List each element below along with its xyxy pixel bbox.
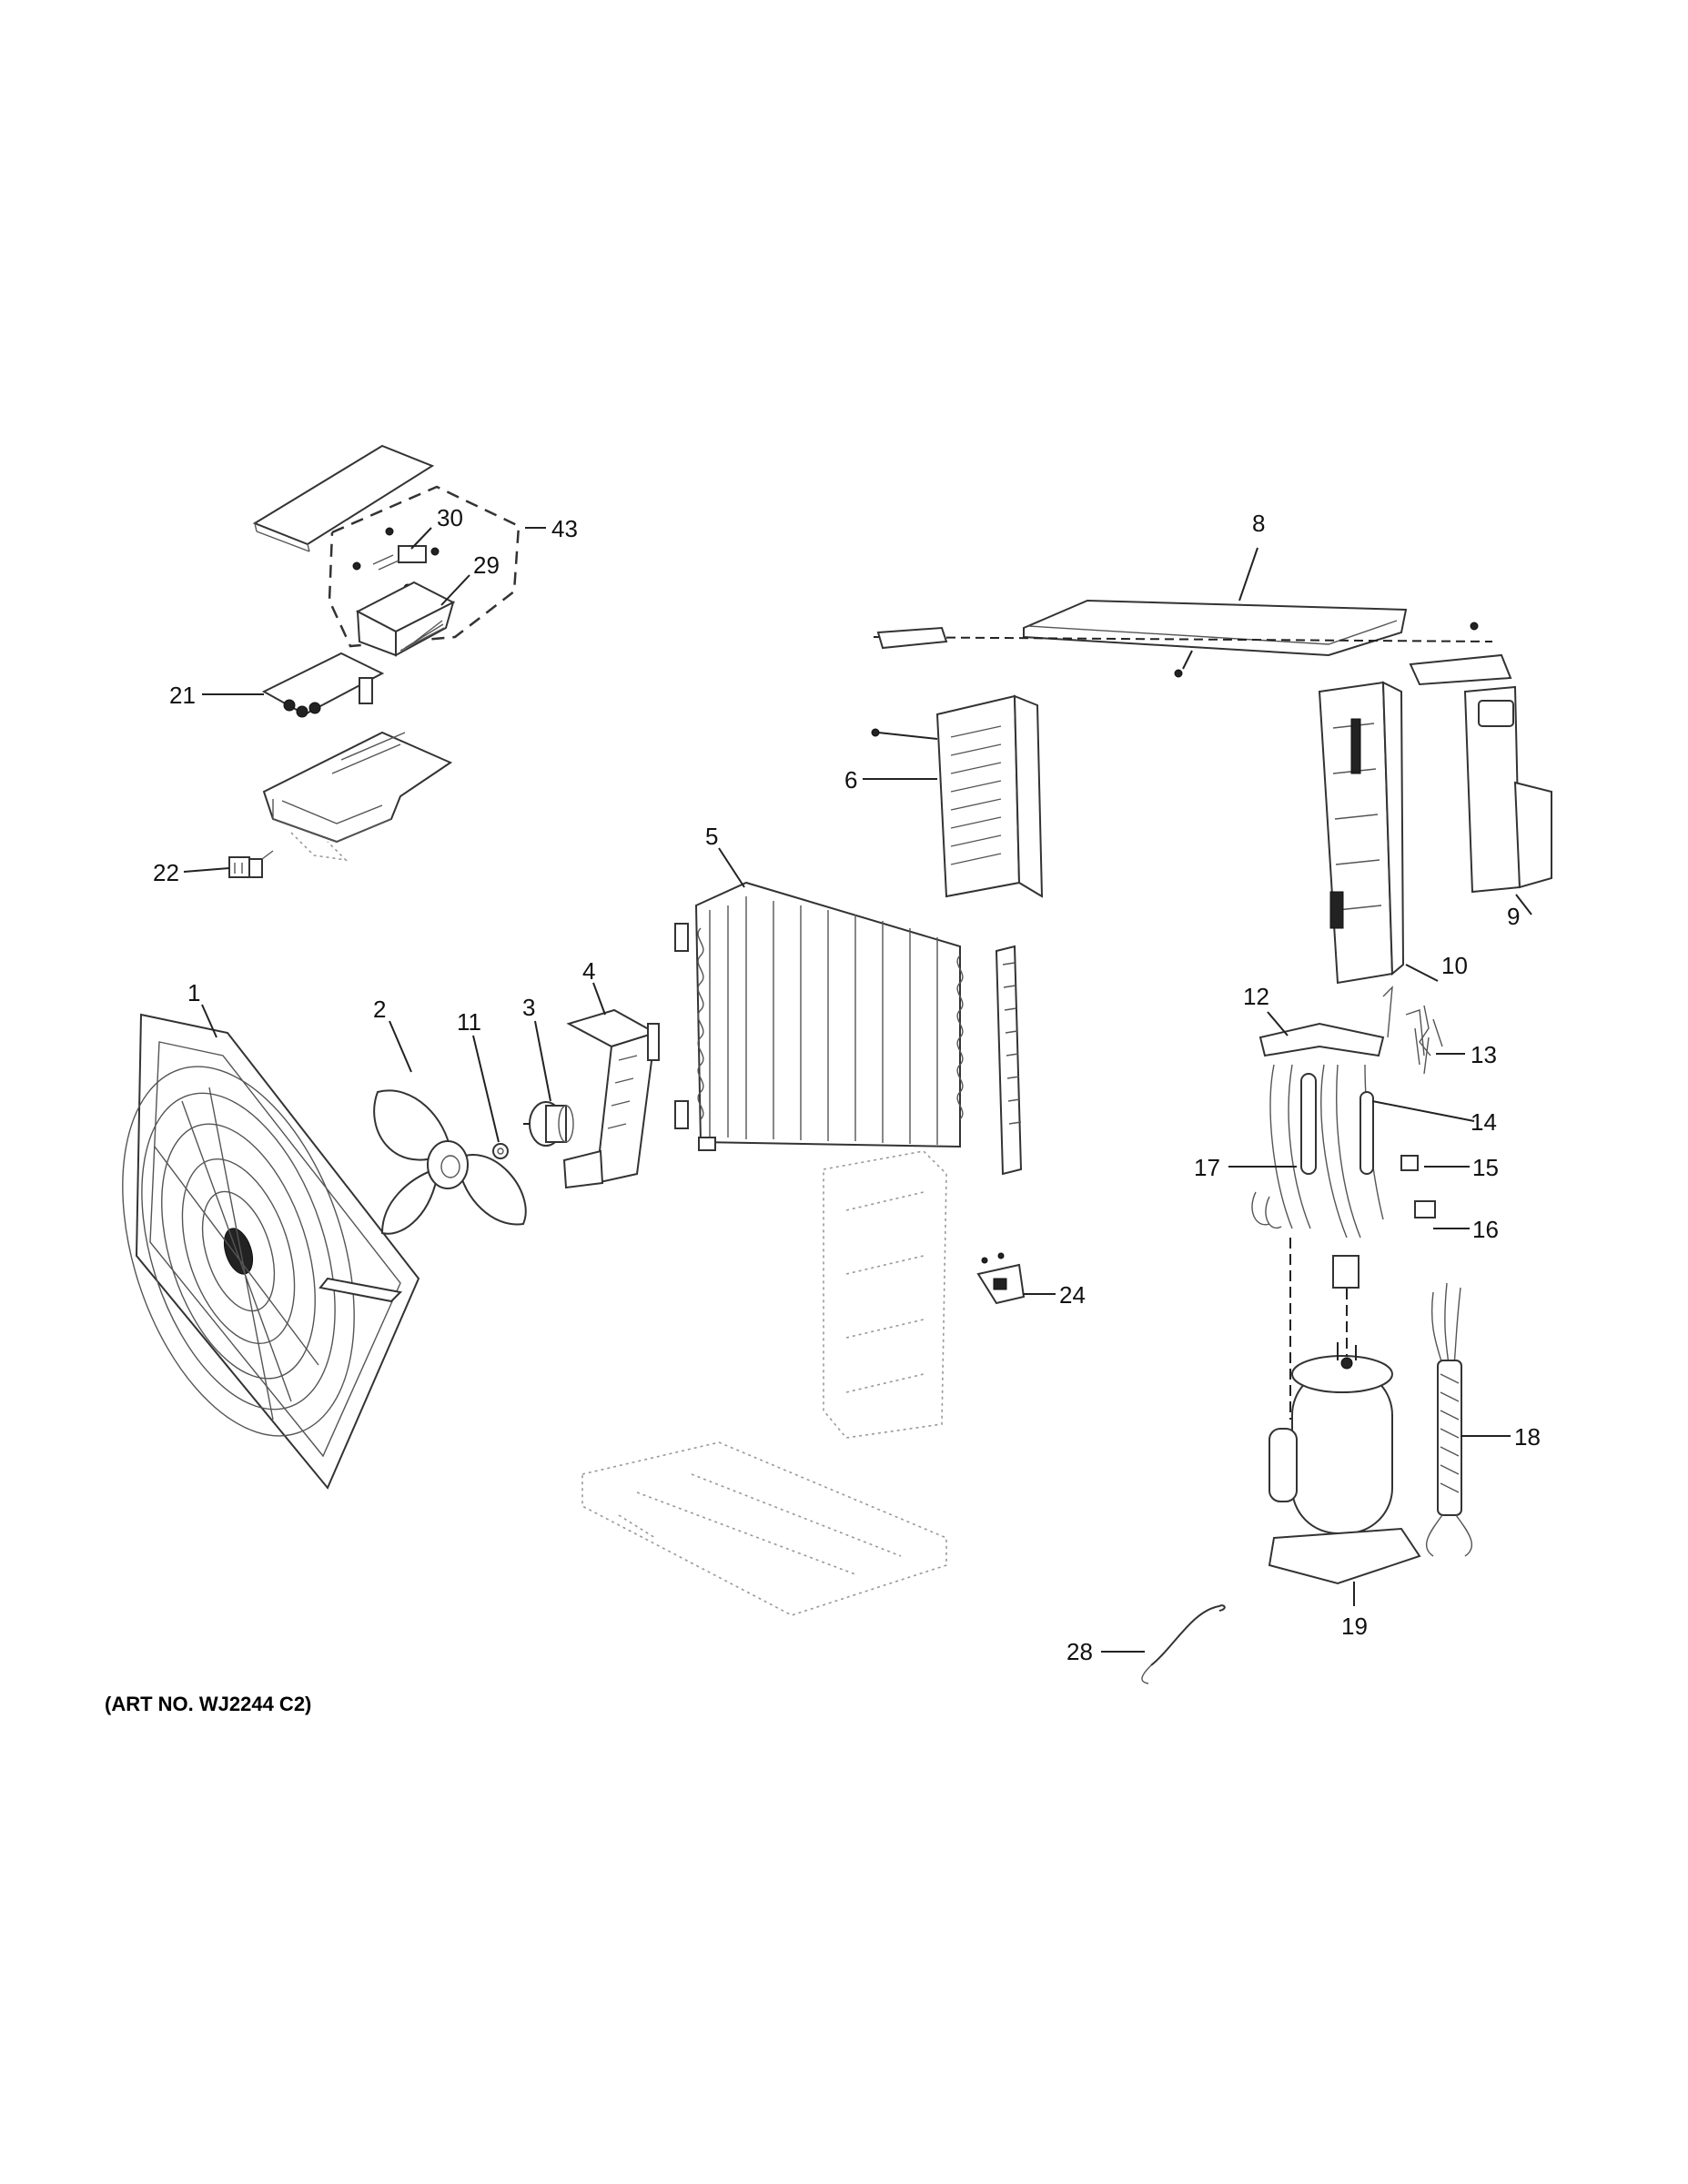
callout-15: 15 — [1472, 1154, 1499, 1181]
callout-22: 22 — [153, 859, 179, 886]
callout-12: 12 — [1243, 983, 1269, 1010]
part-29-reactor-box — [355, 581, 456, 657]
part-13-sensor — [1419, 1005, 1443, 1057]
callout-8: 8 — [1252, 510, 1265, 537]
callout-10: 10 — [1441, 952, 1468, 979]
art-number: (ART NO. WJ2244 C2) — [105, 1693, 311, 1715]
rear-panel-dotted — [823, 1150, 947, 1439]
kit-43-dashed-outline — [328, 485, 521, 648]
callout-4: 4 — [582, 957, 595, 985]
callout-13: 13 — [1471, 1041, 1497, 1068]
callout-28: 28 — [1066, 1638, 1093, 1665]
callout-5: 5 — [705, 823, 718, 850]
callout-29: 29 — [473, 551, 500, 579]
part-22-terminal-block — [228, 850, 274, 878]
callout-3: 3 — [522, 994, 535, 1021]
part-28-ground-wire — [1141, 1604, 1226, 1684]
part-5-condenser-coil — [674, 881, 964, 1151]
refrigerant-piping-assembly — [1251, 986, 1436, 1239]
part-24-bracket — [976, 1252, 1026, 1305]
callout-18: 18 — [1514, 1423, 1541, 1451]
part-19-compressor — [1268, 1238, 1421, 1585]
part-3-fan-motor — [523, 1101, 574, 1147]
base-pan-dotted — [581, 1441, 947, 1616]
callout-19: 19 — [1341, 1613, 1368, 1640]
part-2-fan-blade — [373, 1089, 527, 1235]
part-4-motor-bracket — [562, 1008, 660, 1189]
part-30-relay — [352, 527, 440, 592]
side-strip — [995, 945, 1023, 1176]
part-6-side-panel — [871, 694, 1044, 898]
callout-14: 14 — [1471, 1108, 1497, 1136]
callout-labels: 1 2 3 4 5 6 8 9 10 11 12 13 14 15 16 17 … — [105, 504, 1541, 1715]
callout-17: 17 — [1194, 1154, 1220, 1181]
part-21-control-board-box — [261, 652, 453, 862]
callout-24: 24 — [1059, 1281, 1086, 1309]
callout-11: 11 — [457, 1008, 481, 1036]
callout-6: 6 — [844, 766, 857, 794]
part-8-top-cover — [873, 599, 1512, 686]
callout-2: 2 — [373, 996, 386, 1023]
part-11-nut — [492, 1143, 509, 1159]
callout-9: 9 — [1507, 903, 1520, 930]
leader-lines — [183, 527, 1532, 1653]
part-9-side-cover — [1463, 685, 1552, 894]
callout-30: 30 — [437, 504, 463, 531]
part-1-front-panel — [122, 1013, 420, 1490]
callout-43: 43 — [551, 515, 578, 542]
callout-16: 16 — [1472, 1216, 1499, 1243]
part-18-wire-harness — [1425, 1282, 1473, 1557]
part-10-electrical-panel — [1318, 681, 1405, 985]
callout-1: 1 — [187, 979, 200, 1006]
control-box-cover — [252, 444, 435, 552]
callout-21: 21 — [169, 682, 196, 709]
